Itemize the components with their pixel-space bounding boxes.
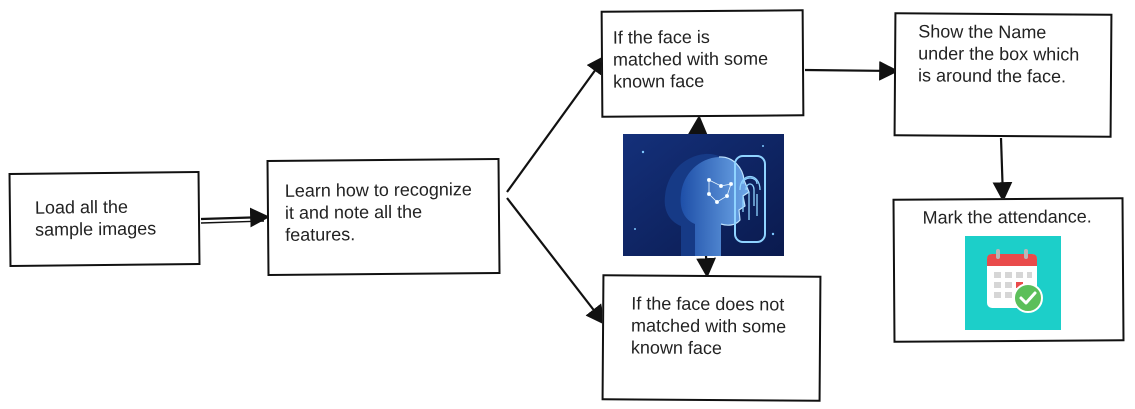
node-show-name: Show the Name under the box which is aro… (893, 12, 1113, 138)
edge-face-to-match (688, 115, 708, 136)
edge-match-to-show (804, 60, 899, 81)
edge-face-to-nomatch (696, 255, 717, 278)
node-attend-label: Mark the attendance. (922, 206, 1092, 228)
node-match-label: If the face is matched with some known f… (612, 26, 769, 92)
calendar-check-icon (965, 236, 1061, 330)
node-load-label: Load all the sample images (34, 196, 157, 240)
node-show-label: Show the Name under the box which is aro… (917, 21, 1080, 87)
edge-learn-to-nomatch (506, 197, 606, 326)
node-learn-recognize: Learn how to recognize it and note all t… (266, 157, 501, 277)
node-face-not-matched: If the face does not matched with some k… (601, 274, 822, 402)
edge-load-to-learn (200, 207, 270, 228)
node-face-matched: If the face is matched with some known f… (600, 9, 805, 118)
edge-learn-to-match (506, 54, 607, 193)
node-learn-label: Learn how to recognize it and note all t… (284, 179, 472, 245)
node-nomatch-label: If the face does not matched with some k… (630, 293, 787, 359)
node-load-sample-images: Load all the sample images (8, 171, 201, 267)
edge-show-to-attend (992, 137, 1013, 202)
face-recognition-scan-illustration (623, 134, 784, 256)
